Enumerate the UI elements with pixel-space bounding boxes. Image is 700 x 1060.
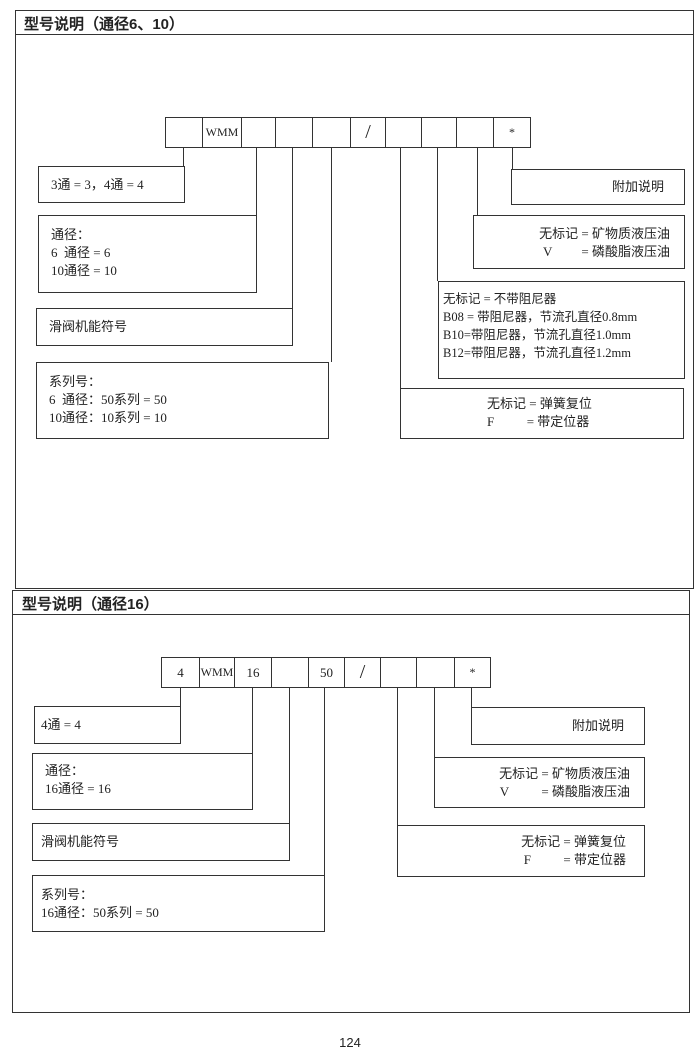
damper-box: 无标记 = 不带阻尼器 B08 = 带阻尼器，节流孔直径0.8mm B10=带阻… (438, 281, 685, 379)
damper-text: B08 = 带阻尼器，节流孔直径0.8mm (443, 310, 638, 324)
return-text: 无标记 = 弹簧复位 (521, 834, 626, 849)
fluid-box: 无标记 = 矿物质液压油 V = 磷酸脂液压油 (473, 215, 685, 269)
section-6-10-title: 型号说明（通径6、10） (24, 16, 185, 33)
return-text: F = 带定位器 (487, 414, 590, 429)
extra-box: 附加说明 (511, 169, 685, 205)
fluid-text: 无标记 = 矿物质液压油 (539, 226, 670, 241)
connector-line (331, 147, 332, 362)
connector-line (289, 687, 290, 823)
fluid-box: 无标记 = 矿物质液压油 V = 磷酸脂液压油 (434, 757, 645, 808)
damper-text: B10=带阻尼器，节流孔直径1.0mm (443, 328, 631, 342)
series-text: 6 通径：50系列 = 50 (49, 392, 167, 407)
code-cell: 16 (234, 657, 272, 688)
connector-line (183, 147, 184, 166)
size-text: 6 通径 = 6 (51, 245, 111, 260)
connector-line (324, 687, 325, 875)
section-16-frame (12, 590, 690, 1013)
series-text: 16通径：50系列 = 50 (41, 905, 159, 920)
section-16-header-divider (12, 614, 690, 615)
connector-line (397, 687, 398, 825)
series-text: 系列号： (41, 887, 94, 902)
code-cell (165, 117, 203, 148)
series-box: 系列号： 6 通径：50系列 = 50 10通径：10系列 = 10 (36, 362, 329, 439)
series-box: 系列号： 16通径：50系列 = 50 (32, 875, 325, 932)
fluid-text: V = 磷酸脂液压油 (543, 244, 670, 259)
ways-text: 3通 = 3，4通 = 4 (51, 176, 144, 192)
damper-text: 无标记 = 不带阻尼器 (443, 292, 557, 306)
fluid-text: 无标记 = 矿物质液压油 (499, 766, 630, 781)
code-cell-asterisk: * (454, 657, 491, 688)
size-box: 通径： 6 通径 = 6 10通径 = 10 (38, 215, 257, 293)
code-cell: WMM (199, 657, 235, 688)
connector-line (256, 147, 257, 215)
code-cell (275, 117, 313, 148)
connector-line (477, 147, 478, 215)
extra-box: 附加说明 (471, 707, 645, 745)
connector-line (400, 147, 401, 388)
section-6-10-header-divider (15, 34, 694, 35)
code-cell (456, 117, 494, 148)
code-cell-asterisk: * (493, 117, 531, 148)
code-cell (385, 117, 422, 148)
size-text: 16通径 = 16 (45, 781, 111, 796)
size-text: 通径： (45, 763, 85, 778)
page-number: 124 (339, 1035, 361, 1050)
series-text: 10通径：10系列 = 10 (49, 410, 167, 425)
return-box: 无标记 = 弹簧复位 F = 带定位器 (400, 388, 684, 439)
size-text: 10通径 = 10 (51, 263, 117, 278)
return-text: 无标记 = 弹簧复位 (487, 396, 592, 411)
connector-line (180, 687, 181, 706)
ways-text: 4通 = 4 (41, 717, 81, 732)
extra-text: 附加说明 (611, 179, 664, 194)
connector-line (434, 687, 435, 757)
code-cell (241, 117, 276, 148)
connector-line (512, 147, 513, 169)
damper-text: B12=带阻尼器，节流孔直径1.2mm (443, 346, 631, 360)
code-cell-slash: / (344, 657, 381, 688)
connector-line (252, 687, 253, 753)
section-16-title: 型号说明（通径16） (22, 596, 159, 613)
extra-text: 附加说明 (571, 718, 624, 733)
connector-line (292, 147, 293, 308)
code-cell (380, 657, 417, 688)
return-box: 无标记 = 弹簧复位 F = 带定位器 (397, 825, 645, 877)
connector-line (471, 687, 472, 707)
ways-box: 3通 = 3，4通 = 4 (38, 166, 185, 203)
section-6-10-frame (15, 10, 694, 589)
code-cell (312, 117, 351, 148)
fluid-text: V = 磷酸脂液压油 (499, 784, 630, 799)
code-cell (271, 657, 309, 688)
size-box: 通径： 16通径 = 16 (32, 753, 253, 810)
connector-line (437, 147, 438, 281)
code-cell (421, 117, 457, 148)
spool-text: 滑阀机能符号 (41, 834, 120, 849)
spool-box: 滑阀机能符号 (32, 823, 290, 861)
code-cell: 4 (161, 657, 200, 688)
spool-box: 滑阀机能符号 (36, 308, 293, 346)
code-cell-slash: / (350, 117, 386, 148)
ways-box: 4通 = 4 (34, 706, 181, 744)
code-cell: 50 (308, 657, 345, 688)
series-text: 系列号： (49, 374, 102, 389)
size-text: 通径： (51, 227, 91, 242)
code-cell: WMM (202, 117, 242, 148)
spool-text: 滑阀机能符号 (49, 319, 128, 334)
return-text: F = 带定位器 (523, 852, 626, 867)
code-cell (416, 657, 455, 688)
